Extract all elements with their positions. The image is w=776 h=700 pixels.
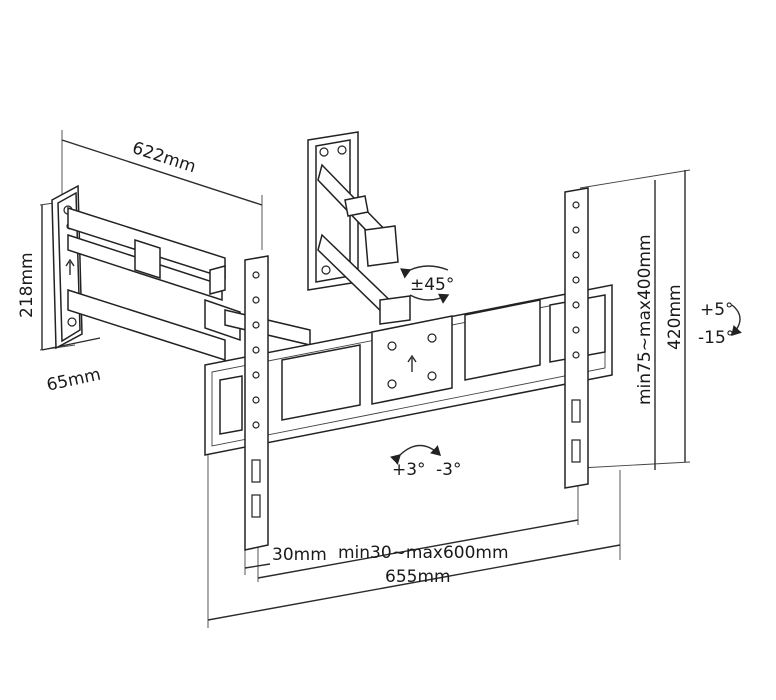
wall-plate-height-label: 218mm: [17, 252, 37, 318]
vesa-vertical-label: min75~max400mm: [635, 234, 655, 405]
arm-length-label: 622mm: [130, 138, 199, 177]
tilt-up-label: +5°: [700, 300, 734, 320]
level-plus-label: +3°: [392, 460, 426, 480]
rotation-arrows: [390, 265, 742, 465]
vesa-horizontal-range-label: min30~max600mm: [338, 543, 509, 563]
dimension-lines: [39, 130, 691, 628]
vertical-tv-arm-left: [244, 255, 269, 551]
level-minus-label: -3°: [436, 460, 461, 480]
bracket-height-label: 420mm: [665, 284, 685, 350]
wall-plate-depth-label: 65mm: [45, 365, 103, 396]
tilt-down-label: -15°: [698, 328, 734, 348]
vesa-horizontal-min-label: 30mm: [272, 545, 327, 565]
swivel-detail: [307, 131, 411, 325]
tv-frame: [204, 284, 613, 456]
swivel-angle-label: ±45°: [410, 275, 454, 295]
vertical-tv-arm-right: [564, 187, 589, 489]
articulating-arm: [67, 206, 311, 362]
bracket-width-label: 655mm: [385, 567, 451, 587]
